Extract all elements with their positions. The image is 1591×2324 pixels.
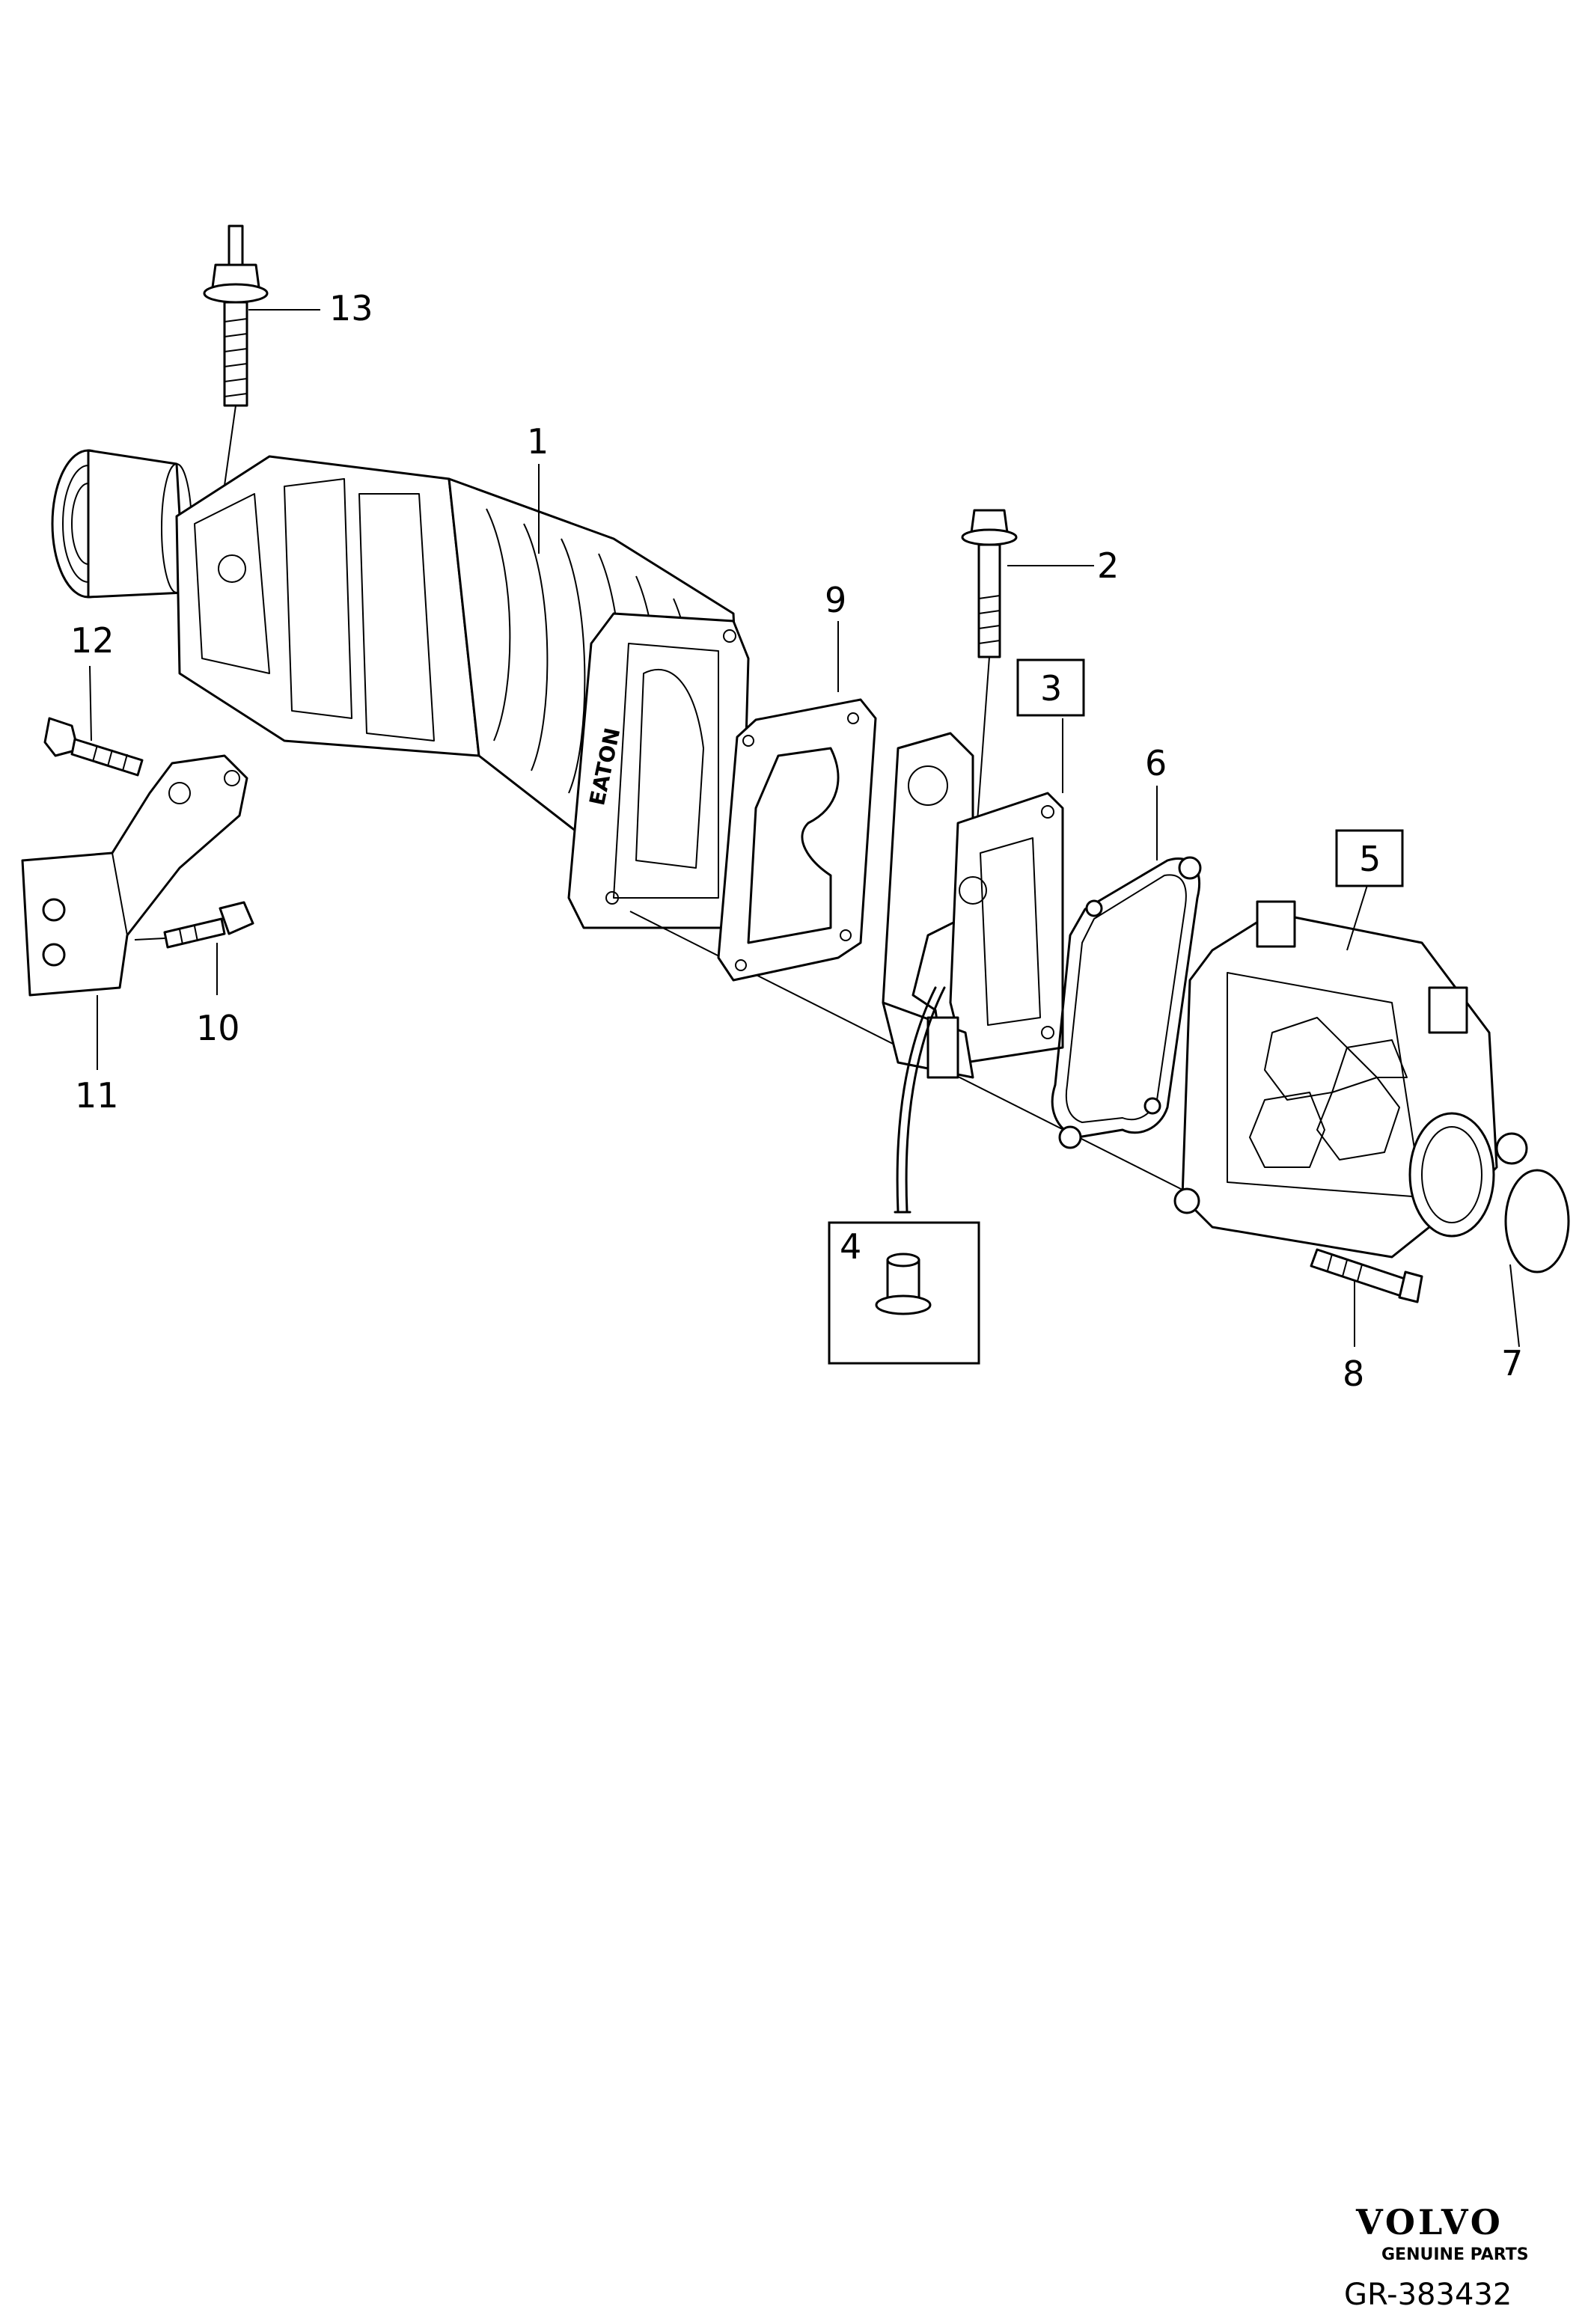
callout-12: 12 [70, 620, 114, 661]
diagram-reference: GR-383432 [1344, 2278, 1512, 2312]
part-4-sleeve-detail [828, 986, 980, 1365]
callout-10: 10 [196, 1008, 240, 1048]
callout-13: 13 [329, 288, 373, 328]
callout-4: 4 [840, 1226, 861, 1267]
part-2-bolt [961, 509, 1094, 884]
part-6-seal [1051, 786, 1202, 1149]
callout-6: 6 [1145, 743, 1167, 783]
part-13-stud-bolt [203, 224, 269, 539]
part-7-o-ring [1504, 1169, 1570, 1348]
brand-name: VOLVO [1355, 2202, 1503, 2242]
volvo-logo: VOLVO GENUINE PARTS [1355, 2202, 1529, 2264]
part-11-bracket [21, 754, 248, 1070]
part-5-intercooler [1173, 882, 1528, 1259]
part-9-gasket [717, 621, 877, 982]
callout-9: 9 [825, 580, 846, 620]
callout-3: 3 [1040, 668, 1062, 709]
brand-tagline: GENUINE PARTS [1381, 2245, 1529, 2264]
part-10-bolt [134, 901, 254, 995]
callout-8: 8 [1343, 1354, 1364, 1394]
callout-11: 11 [75, 1075, 119, 1116]
callout-1: 1 [527, 421, 549, 462]
part-1-supercharger: EATON [51, 449, 1183, 1190]
callout-box-3 [1016, 658, 1085, 717]
callout-7: 7 [1501, 1343, 1523, 1383]
callout-box-5 [1335, 829, 1404, 887]
callout-2: 2 [1097, 545, 1119, 586]
part-8-bolt [1310, 1248, 1423, 1347]
part-3-bracket [882, 718, 1064, 1079]
callout-5: 5 [1359, 839, 1381, 879]
part-12-bolt [43, 665, 144, 777]
